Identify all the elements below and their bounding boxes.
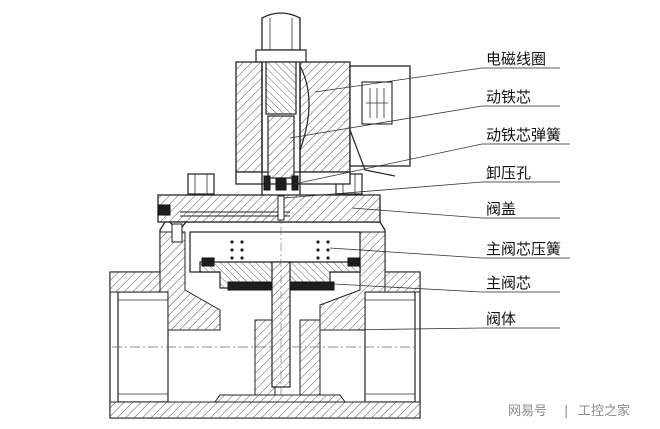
leader-lines	[283, 67, 570, 331]
label-main-core: 主阀芯	[486, 274, 531, 292]
watermark: 网易号 | 工控之家	[508, 403, 630, 419]
label-body: 阀体	[486, 310, 516, 328]
watermark-source: 网易号	[508, 404, 547, 419]
label-plunger: 动铁芯	[486, 88, 531, 106]
plunger-core	[267, 115, 295, 179]
label-plunger-spring: 动铁芯弹簧	[486, 126, 561, 144]
plunger-spring	[263, 175, 299, 191]
valve-bonnet	[157, 173, 381, 243]
plunger-assembly	[255, 12, 307, 221]
label-coil: 电磁线圈	[486, 50, 546, 68]
label-pilot-hole: 卸压孔	[486, 164, 531, 182]
label-bonnet: 阀盖	[486, 200, 516, 218]
main-valve-assembly	[189, 195, 361, 395]
label-main-spring: 主阀芯压簧	[486, 240, 561, 258]
callout-labels: 电磁线圈 动铁芯 动铁芯弹簧 卸压孔 阀盖 主阀芯压簧 主阀芯 阀体	[486, 50, 561, 328]
main-valve-spring	[230, 240, 330, 260]
watermark-author: 工控之家	[578, 403, 630, 419]
watermark-separator: |	[564, 404, 568, 419]
pilot-hole	[277, 195, 285, 221]
